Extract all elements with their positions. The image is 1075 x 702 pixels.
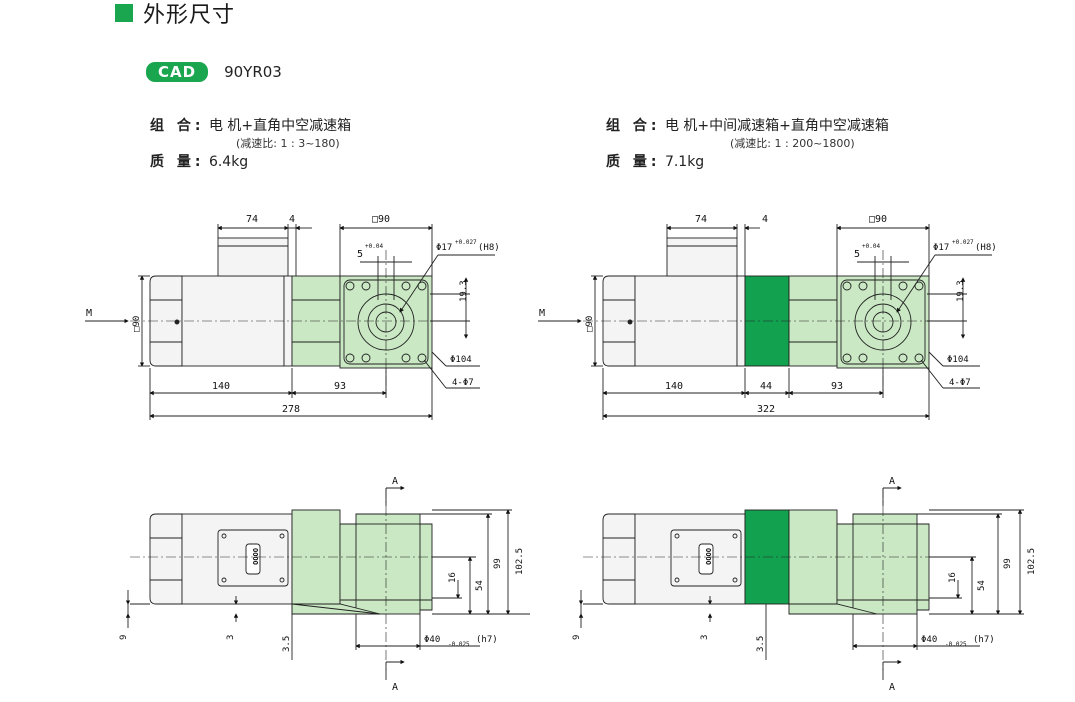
- right-side-labels: A A 102.5 99 54 16 9 3 3.5 Φ40 -0.025 (h…: [572, 476, 1037, 693]
- dim-phi104: Φ104: [450, 355, 472, 365]
- dim-5-tol: +0.04: [365, 243, 383, 250]
- dim-322: 322: [757, 404, 775, 415]
- dim-5-tol: +0.04: [862, 243, 880, 250]
- section-A-bottom: A: [392, 682, 398, 693]
- dim-99: 99: [493, 558, 503, 569]
- dim-5: 5: [854, 249, 860, 260]
- dim-54: 54: [977, 580, 987, 591]
- combo-value: 电 机+直角中空减速箱: [208, 118, 352, 134]
- dim-phi17: Φ17: [933, 243, 949, 253]
- label-M: M: [539, 308, 545, 319]
- dim-16: 16: [948, 572, 958, 583]
- dim-holes: 4-Φ7: [949, 378, 971, 388]
- left-side-view: [125, 485, 530, 680]
- left-info: 组 合: 电 机+直角中空减速箱 (减速比: 1 : 3~180) 质 量: 6…: [150, 117, 351, 171]
- dim-19-3: 19.3: [459, 280, 469, 302]
- dim-3: 3: [700, 635, 710, 640]
- dim-phi40-tol: -0.025: [945, 641, 967, 648]
- dim-93: 93: [334, 381, 346, 392]
- dim-99: 99: [1003, 558, 1013, 569]
- dim-54: 54: [475, 580, 485, 591]
- dim-9: 9: [572, 635, 582, 640]
- dim-74: 74: [695, 214, 707, 225]
- dim-3-5: 3.5: [756, 636, 766, 652]
- mass-value: 7.1kg: [664, 154, 705, 170]
- dim-h8: (H8): [975, 243, 997, 253]
- dim-phi17-tol: +0.027: [952, 239, 974, 246]
- left-side-labels: A A 102.5 99 54 16 9 3 3.5 Φ40 -0.025 (h…: [119, 476, 525, 693]
- dim-93: 93: [831, 381, 843, 392]
- dim-102-5: 102.5: [1027, 548, 1037, 575]
- mass-label: 质 量:: [606, 154, 661, 170]
- dim-74: 74: [246, 214, 258, 225]
- combo-label: 组 合:: [150, 118, 205, 134]
- dim-44: 44: [760, 381, 772, 392]
- ratio-text: (减速比: 1 : 200~1800): [730, 137, 855, 150]
- nameplate-logo: OOOO: [704, 548, 712, 565]
- dim-16: 16: [448, 572, 458, 583]
- dim-3-5: 3.5: [282, 636, 292, 652]
- dim-h7: (h7): [476, 635, 498, 645]
- mass-label: 质 量:: [150, 154, 205, 170]
- dim-phi40-tol: -0.025: [448, 641, 470, 648]
- section-A-bottom: A: [889, 682, 895, 693]
- right-side-view: [578, 485, 1024, 680]
- right-top-view: [538, 224, 992, 420]
- dim-140: 140: [212, 381, 230, 392]
- section-A-top: A: [889, 476, 895, 487]
- combo-value: 电 机+中间减速箱+直角中空减速箱: [664, 118, 889, 134]
- section-title: 外形尺寸: [143, 3, 236, 28]
- section-A-top: A: [392, 476, 398, 487]
- left-top-view: [85, 224, 495, 420]
- dim-sq90: □90: [372, 214, 390, 225]
- section-header: 外形尺寸: [115, 0, 236, 28]
- dim-phi40: Φ40: [921, 635, 937, 645]
- dim-102-5: 102.5: [515, 548, 525, 575]
- label-M: M: [86, 308, 92, 319]
- model-number: 90YR03: [224, 63, 282, 81]
- dim-140: 140: [665, 381, 683, 392]
- cad-badge[interactable]: CAD: [146, 62, 209, 82]
- dim-phi104: Φ104: [947, 355, 969, 365]
- dim-278: 278: [282, 404, 300, 415]
- dim-4: 4: [762, 214, 768, 225]
- dim-phi17: Φ17: [436, 243, 452, 253]
- dim-holes: 4-Φ7: [452, 378, 474, 388]
- nameplate-logo: OOOO: [251, 548, 259, 565]
- ratio-text: (减速比: 1 : 3~180): [236, 137, 340, 150]
- dim-sq90: □90: [869, 214, 887, 225]
- mass-value: 6.4kg: [208, 154, 249, 170]
- dim-9: 9: [119, 635, 129, 640]
- cad-row: CAD 90YR03: [146, 62, 282, 82]
- dim-sq90-v: □90: [132, 316, 142, 332]
- combo-label: 组 合:: [606, 118, 661, 134]
- dim-5: 5: [357, 249, 363, 260]
- dim-4: 4: [289, 214, 295, 225]
- dim-sq90-v: □90: [585, 316, 595, 332]
- terminal-box: [217, 237, 289, 277]
- dim-phi40: Φ40: [424, 635, 440, 645]
- dim-3: 3: [226, 635, 236, 640]
- dim-phi17-tol: +0.027: [455, 239, 477, 246]
- section-marker: [115, 4, 133, 22]
- dim-h7: (h7): [973, 635, 995, 645]
- right-info: 组 合: 电 机+中间减速箱+直角中空减速箱 (减速比: 1 : 200~180…: [606, 117, 889, 171]
- dim-19-3: 19.3: [956, 280, 966, 302]
- dim-h8: (H8): [478, 243, 500, 253]
- left-top-labels: 74 4 □90 5 +0.04 Φ17 +0.027 (H8) 19.3 M …: [86, 214, 500, 415]
- right-top-labels: 74 4 □90 5 +0.04 Φ17 +0.027 (H8) 19.3 M …: [539, 214, 997, 415]
